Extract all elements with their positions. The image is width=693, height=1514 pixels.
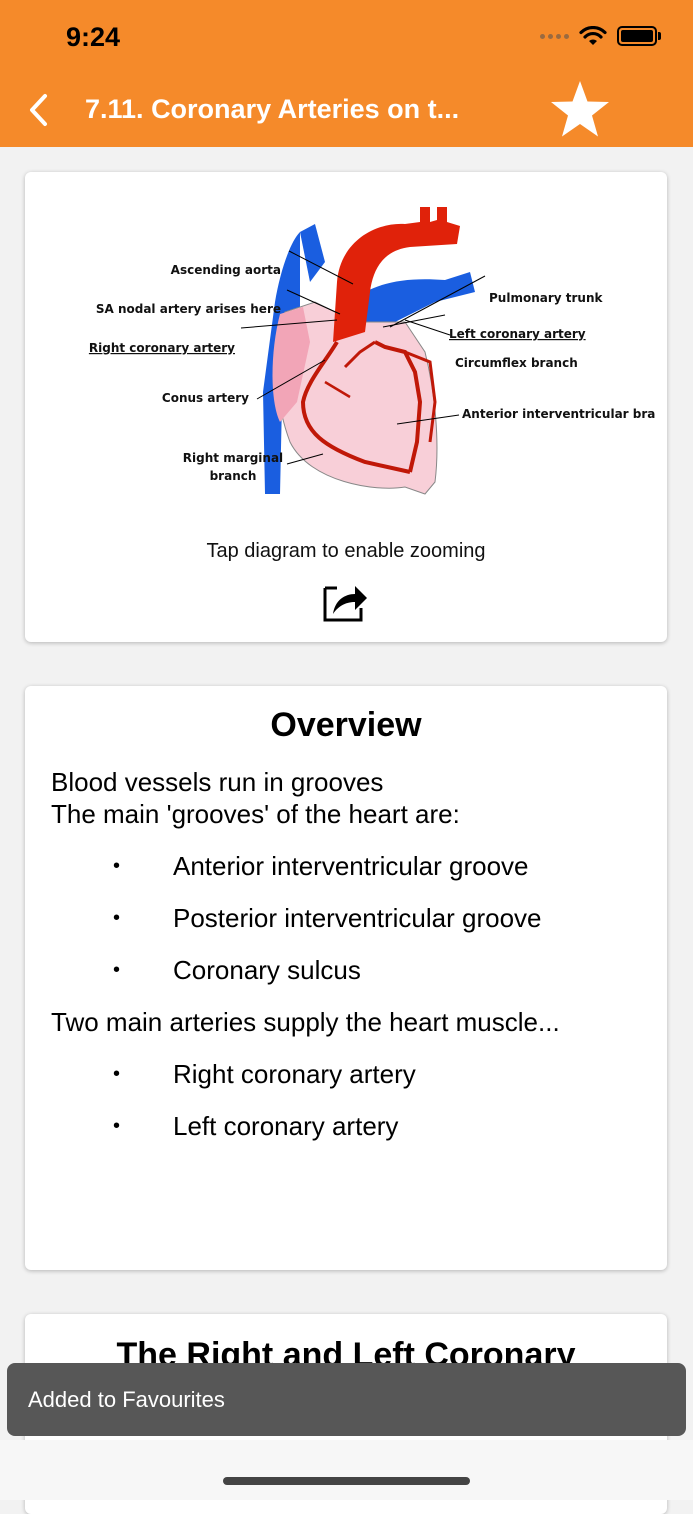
bottom-bar <box>0 1440 693 1500</box>
label-ascending-aorta: Ascending aorta <box>171 263 281 277</box>
label-right-marginal-1: Right marginal <box>183 451 283 465</box>
battery-icon <box>617 26 661 46</box>
toast-notification: Added to Favourites <box>7 1363 686 1436</box>
favourite-star-icon[interactable] <box>548 78 612 142</box>
status-time: 9:24 <box>66 22 121 52</box>
label-sa-nodal: SA nodal artery arises here <box>96 302 281 316</box>
bullet-icon: • <box>113 855 121 877</box>
label-anterior-iv: Anterior interventricular branch <box>462 407 655 421</box>
label-left-coronary: Left coronary artery <box>449 327 586 341</box>
app-header: 9:24 7.11. Coronary Arteries on t... <box>0 0 693 147</box>
list-item: • Right coronary artery <box>113 1059 416 1089</box>
list-item: • Left coronary artery <box>113 1111 399 1141</box>
coronary-arteries-diagram[interactable]: Ascending aorta SA nodal artery arises h… <box>75 202 655 502</box>
label-circumflex: Circumflex branch <box>455 356 578 370</box>
diagram-caption: Tap diagram to enable zooming <box>206 540 486 562</box>
overview-line-2: The main 'grooves' of the heart are: <box>51 799 460 829</box>
cellular-signal-icon <box>540 33 569 39</box>
label-right-marginal-2: branch <box>210 469 257 483</box>
home-indicator[interactable] <box>223 1477 470 1485</box>
page-title: 7.11. Coronary Arteries on t... <box>85 94 460 124</box>
label-pulmonary-trunk: Pulmonary trunk <box>489 291 603 305</box>
wifi-icon <box>579 26 607 45</box>
bullet-icon: • <box>113 1063 121 1085</box>
back-button[interactable] <box>18 90 58 130</box>
share-icon[interactable] <box>321 578 371 624</box>
right-atrium-shape <box>272 307 310 422</box>
chevron-left-icon <box>30 94 47 126</box>
label-conus: Conus artery <box>162 391 249 405</box>
diagram-card: Ascending aorta SA nodal artery arises h… <box>25 172 667 642</box>
list-item: • Anterior interventricular groove <box>113 851 529 881</box>
overview-heading: Overview <box>270 706 422 744</box>
overview-card: Overview Blood vessels run in grooves Th… <box>25 686 667 1270</box>
list-item: • Posterior interventricular groove <box>113 903 542 933</box>
status-icons <box>540 26 661 46</box>
toast-message: Added to Favourites <box>28 1386 225 1412</box>
aorta-vessel <box>333 207 460 342</box>
bullet-icon: • <box>113 959 121 981</box>
list-item: • Coronary sulcus <box>113 955 361 985</box>
bullet-icon: • <box>113 907 121 929</box>
label-right-coronary: Right coronary artery <box>89 341 235 355</box>
overview-line-3: Two main arteries supply the heart muscl… <box>51 1007 560 1037</box>
bullet-icon: • <box>113 1115 121 1137</box>
overview-line-1: Blood vessels run in grooves <box>51 767 384 797</box>
